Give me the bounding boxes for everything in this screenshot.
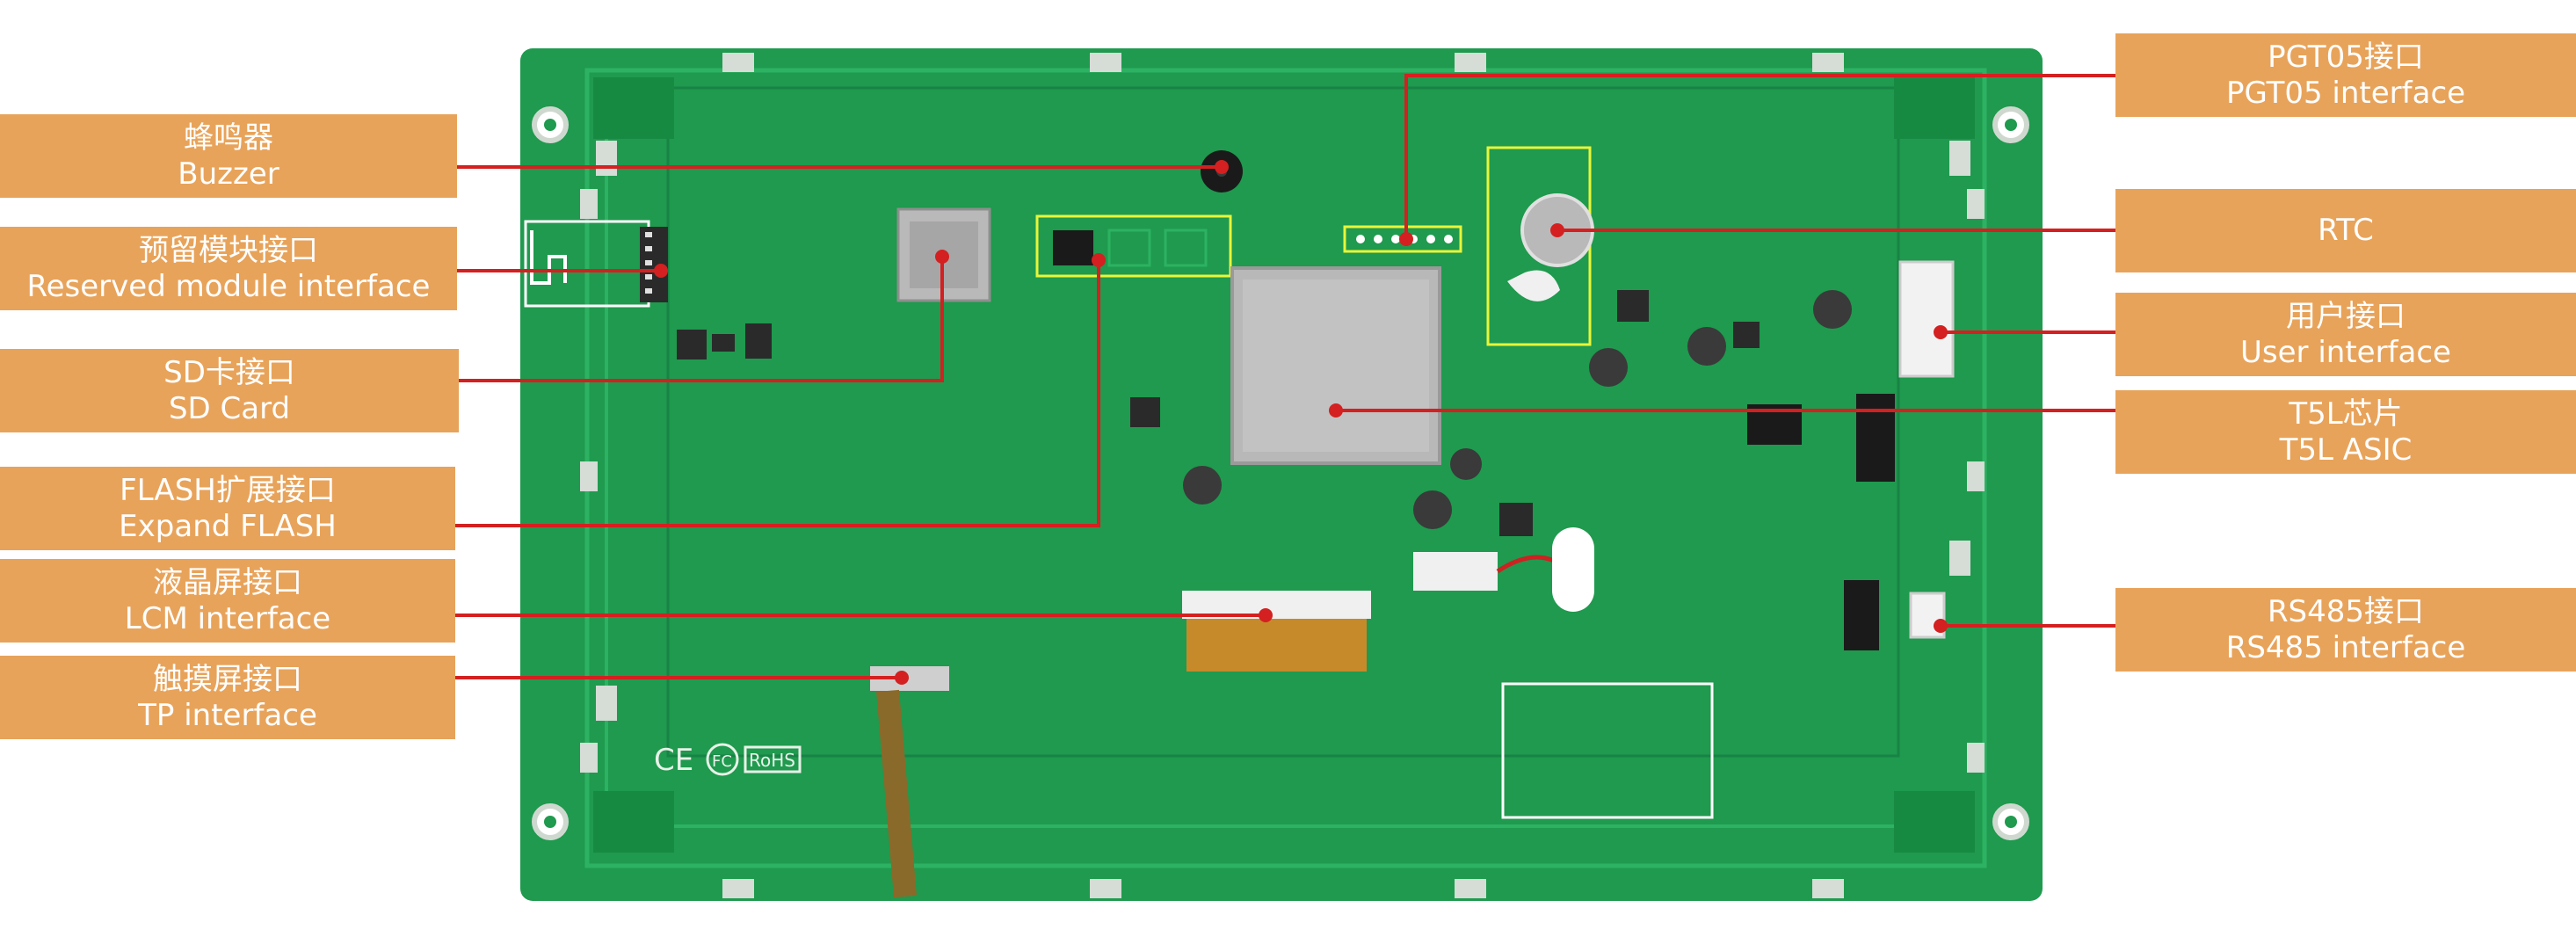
label-rtc: RTC [2115, 189, 2576, 272]
edge-clip [1967, 461, 1985, 491]
label-cn: RS485接口 [2267, 594, 2425, 630]
corner-pad [593, 791, 674, 853]
label-cn: T5L芯片 [2289, 396, 2403, 432]
white-connector [1413, 552, 1586, 591]
endpoint-flash [1092, 253, 1106, 267]
label-en: Expand FLASH [119, 508, 337, 544]
edge-clip [722, 879, 754, 898]
user-connector [1898, 260, 1955, 378]
empty-footprint [1501, 682, 1714, 819]
mounting-hole [532, 106, 569, 143]
label-cn: 用户接口 [2286, 299, 2405, 335]
endpoint-tp [895, 671, 909, 685]
edge-clip [1949, 141, 1970, 176]
edge-clip [1455, 879, 1486, 898]
board-slot [1552, 527, 1594, 612]
label-sd-card: SD卡接口 SD Card [0, 349, 459, 432]
leader-lines [455, 74, 2115, 679]
edge-clip [580, 743, 598, 773]
label-cn: 蜂鸣器 [184, 120, 273, 156]
corner-pad [593, 77, 674, 139]
label-en: LCM interface [124, 600, 331, 636]
label-cn: FLASH扩展接口 [120, 473, 336, 509]
edge-clip [722, 53, 754, 72]
edge-clip [1967, 189, 1985, 219]
label-cn: SD卡接口 [163, 355, 295, 391]
edge-clip [1812, 879, 1844, 898]
leader-flash [455, 260, 1100, 527]
endpoint-lcm [1259, 608, 1273, 622]
ce-mark: CE [654, 743, 693, 778]
label-flash: FLASH扩展接口 Expand FLASH [0, 467, 455, 550]
label-buzzer: 蜂鸣器 Buzzer [0, 114, 457, 198]
flash-footprints [1035, 214, 1232, 278]
driver-ics [1747, 394, 1895, 650]
endpoint-pgt05 [1399, 232, 1413, 246]
endpoint-rtc [1550, 223, 1564, 237]
label-cn: 触摸屏接口 [153, 662, 302, 698]
label-en: SD Card [168, 390, 291, 426]
silkscreen-logos: CE FC RoHS [654, 743, 802, 778]
edge-clip [1949, 541, 1970, 576]
lcm-connector [1182, 591, 1371, 672]
edge-clip [1090, 879, 1121, 898]
rohs-mark: RoHS [749, 750, 795, 771]
edge-clip [596, 141, 617, 176]
label-t5l: T5L芯片 T5L ASIC [2115, 390, 2576, 474]
pcb-display-area [666, 86, 1900, 758]
label-cn: 液晶屏接口 [153, 565, 302, 601]
mounting-hole [1992, 803, 2029, 840]
leader-pgt05 [1404, 74, 2115, 239]
label-lcm: 液晶屏接口 LCM interface [0, 559, 455, 643]
leader-sd-card [459, 257, 944, 382]
t5l-chip [1230, 266, 1441, 465]
edge-clip [1967, 743, 1985, 773]
edge-clip [1455, 53, 1486, 72]
label-en: T5L ASIC [2279, 432, 2413, 468]
label-en: Buzzer [178, 156, 279, 192]
label-en: PGT05 interface [2225, 75, 2466, 111]
endpoint-rs485 [1934, 619, 1948, 633]
corner-pad [1894, 791, 1975, 853]
label-en: RS485 interface [2225, 629, 2466, 665]
edge-clip [596, 686, 617, 721]
endpoint-reserved-module [654, 264, 668, 278]
endpoint-user [1934, 325, 1948, 339]
mounting-hole [532, 803, 569, 840]
label-cn: 预留模块接口 [139, 233, 318, 269]
label-en: RTC [2318, 213, 2374, 249]
label-en: Reserved module interface [26, 268, 431, 304]
endpoint-sd-card [935, 250, 949, 264]
small-components [677, 323, 772, 359]
label-tp: 触摸屏接口 TP interface [0, 656, 455, 739]
edge-clip [1812, 53, 1844, 72]
leader-endpoints [654, 160, 1948, 685]
mounting-hole [1992, 106, 2029, 143]
corner-pad [1894, 77, 1975, 139]
edge-clip [1090, 53, 1121, 72]
edge-clip [580, 189, 598, 219]
endpoint-buzzer [1215, 160, 1229, 174]
endpoint-t5l [1329, 403, 1343, 418]
label-user: 用户接口 User interface [2115, 293, 2576, 376]
label-en: TP interface [138, 697, 317, 733]
edge-clip [580, 461, 598, 491]
label-rs485: RS485接口 RS485 interface [2115, 588, 2576, 672]
label-cn: PGT05接口 [2268, 40, 2424, 76]
label-reserved-module: 预留模块接口 Reserved module interface [0, 227, 457, 310]
fc-mark: FC [712, 752, 732, 771]
label-pgt05: PGT05接口 PGT05 interface [2115, 33, 2576, 117]
capacitors [1130, 290, 1852, 536]
label-en: User interface [2240, 334, 2451, 370]
